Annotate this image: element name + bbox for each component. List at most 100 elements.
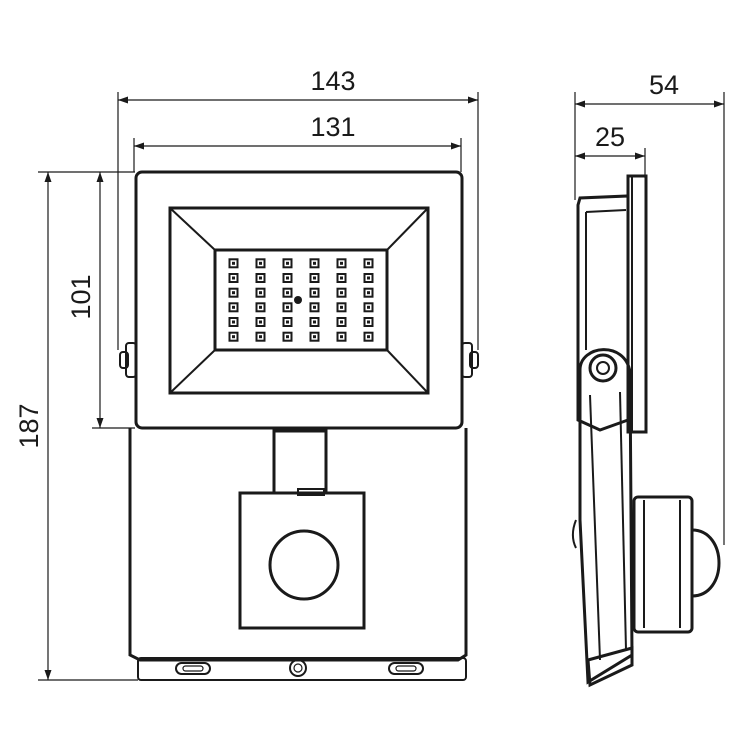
motion-sensor-lens — [268, 529, 340, 601]
side-view — [572, 174, 721, 688]
led-chip-center — [313, 335, 316, 339]
led-chip-center — [340, 276, 343, 280]
pivot-bolt-outer — [588, 353, 618, 383]
led-chip — [228, 258, 239, 269]
led-chip — [255, 273, 266, 283]
led-chip-center — [259, 305, 262, 309]
led-chip-center — [313, 305, 316, 309]
dimension-label-overall-height: 187 — [14, 403, 44, 448]
led-grid — [228, 258, 374, 342]
led-chip — [336, 317, 347, 327]
led-chip — [309, 317, 320, 327]
led-chip-center — [259, 276, 262, 280]
led-chip — [363, 258, 374, 269]
led-chip — [282, 331, 293, 342]
side-base-foot — [586, 646, 634, 688]
side-front-glass — [626, 174, 648, 434]
led-chip-center — [286, 305, 289, 309]
led-chip-center — [232, 291, 235, 295]
led-chip — [255, 258, 266, 269]
center-sensor-dot — [294, 296, 302, 304]
led-chip-center — [232, 305, 235, 309]
led-chip-center — [286, 261, 289, 265]
led-chip — [336, 258, 347, 269]
led-chip — [363, 273, 374, 283]
led-chip — [255, 317, 266, 327]
led-chip — [282, 258, 293, 269]
led-chip-center — [313, 276, 316, 280]
led-chip-center — [340, 291, 343, 295]
reflector-bevel — [169, 207, 429, 394]
light-head-housing — [134, 170, 464, 430]
led-chip-center — [367, 335, 370, 339]
front-view — [119, 170, 479, 681]
pivot-bolt-inner — [596, 361, 610, 375]
led-chip — [363, 287, 374, 298]
bracket-body — [128, 428, 468, 662]
led-chip-center — [232, 261, 235, 265]
led-chip-center — [340, 305, 343, 309]
led-chip-center — [340, 320, 343, 324]
side-sensor-dome — [691, 528, 721, 598]
led-chip-center — [313, 261, 316, 265]
led-chip-center — [367, 320, 370, 324]
motion-sensor-box — [238, 491, 366, 630]
led-chip — [228, 302, 239, 313]
led-panel — [213, 248, 389, 352]
led-chip-center — [232, 276, 235, 280]
led-chip — [309, 287, 320, 298]
led-chip — [336, 273, 347, 283]
sensor-neck — [272, 429, 328, 495]
led-chip — [282, 302, 293, 313]
led-chip — [282, 317, 293, 327]
led-chip-center — [286, 291, 289, 295]
led-chip — [309, 273, 320, 283]
led-chip-center — [313, 291, 316, 295]
led-chip-center — [367, 305, 370, 309]
side-knob-left — [119, 342, 137, 378]
led-chip-center — [259, 291, 262, 295]
led-chip — [363, 331, 374, 342]
led-chip — [336, 287, 347, 298]
base-mounting-holes — [175, 659, 424, 677]
led-chip — [336, 302, 347, 313]
led-chip — [228, 317, 239, 327]
led-chip-center — [286, 320, 289, 324]
led-chip-center — [259, 320, 262, 324]
base-strip — [137, 657, 467, 681]
led-chip-center — [232, 335, 235, 339]
dimension-label-front-width: 131 — [310, 112, 355, 142]
side-sensor-box — [632, 495, 694, 634]
led-chip — [282, 273, 293, 283]
led-chip — [336, 331, 347, 342]
led-chip-center — [286, 276, 289, 280]
led-chip-center — [232, 320, 235, 324]
dimension-label-head-height: 101 — [66, 274, 96, 319]
led-chip — [309, 258, 320, 269]
led-chip-center — [340, 335, 343, 339]
reflector-outer-frame — [168, 206, 430, 395]
led-chip — [255, 302, 266, 313]
led-chip — [363, 302, 374, 313]
side-knob-right — [461, 342, 479, 378]
led-chip — [228, 273, 239, 283]
dimension-lines — [38, 92, 725, 681]
dimension-label-depth: 54 — [649, 70, 679, 100]
dimension-label-body-depth: 25 — [595, 122, 625, 152]
led-chip-center — [367, 261, 370, 265]
led-chip-center — [259, 261, 262, 265]
side-mount-arm — [578, 348, 634, 685]
led-chip-center — [259, 335, 262, 339]
led-chip-center — [367, 291, 370, 295]
led-chip — [255, 331, 266, 342]
led-chip — [255, 287, 266, 298]
led-chip — [228, 331, 239, 342]
led-chip — [309, 331, 320, 342]
led-chip-center — [340, 261, 343, 265]
led-chip — [309, 302, 320, 313]
led-chip — [228, 287, 239, 298]
led-chip-center — [367, 276, 370, 280]
led-chip — [363, 317, 374, 327]
led-chip — [282, 287, 293, 298]
